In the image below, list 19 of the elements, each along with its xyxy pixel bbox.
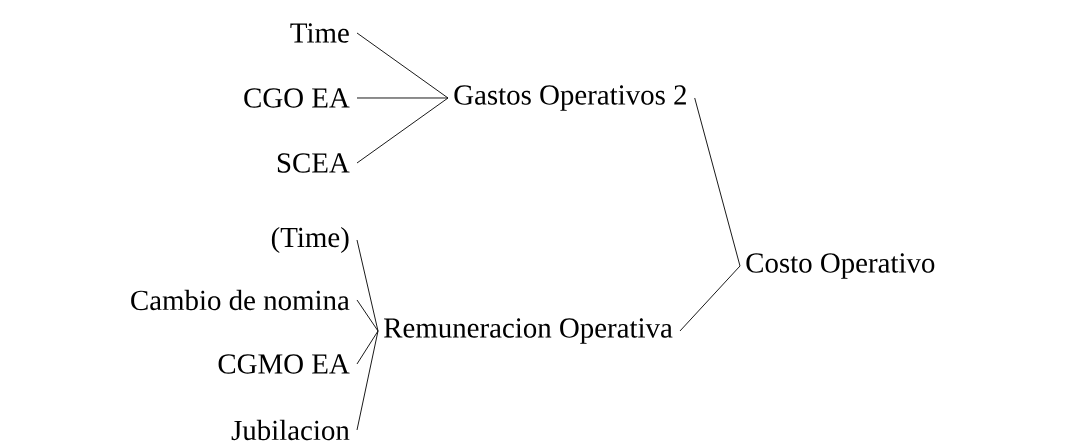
connector-line — [356, 32, 449, 99]
connector-line — [356, 239, 379, 332]
node-label: (Time) — [271, 226, 349, 254]
node-label: CGMO EA — [218, 354, 350, 374]
variable-label: Costo Operativo — [746, 253, 935, 279]
variable-label: Gastos Operativos 2 — [454, 85, 686, 111]
connector-line — [356, 330, 379, 365]
connector-line — [356, 299, 379, 332]
node-label: SCEA — [277, 153, 350, 173]
connector-line — [356, 97, 449, 99]
node-label: Cambio de nomina — [131, 289, 350, 311]
node-label: Time — [290, 23, 349, 43]
variable-label: Remuneracion Operativa — [384, 318, 673, 344]
connector-line — [694, 97, 741, 267]
connector-line — [679, 265, 741, 332]
connector-line — [356, 97, 449, 164]
node-label: Jubilacion — [231, 419, 350, 441]
connector-line — [356, 330, 379, 431]
node-label: CGO EA — [244, 88, 350, 108]
